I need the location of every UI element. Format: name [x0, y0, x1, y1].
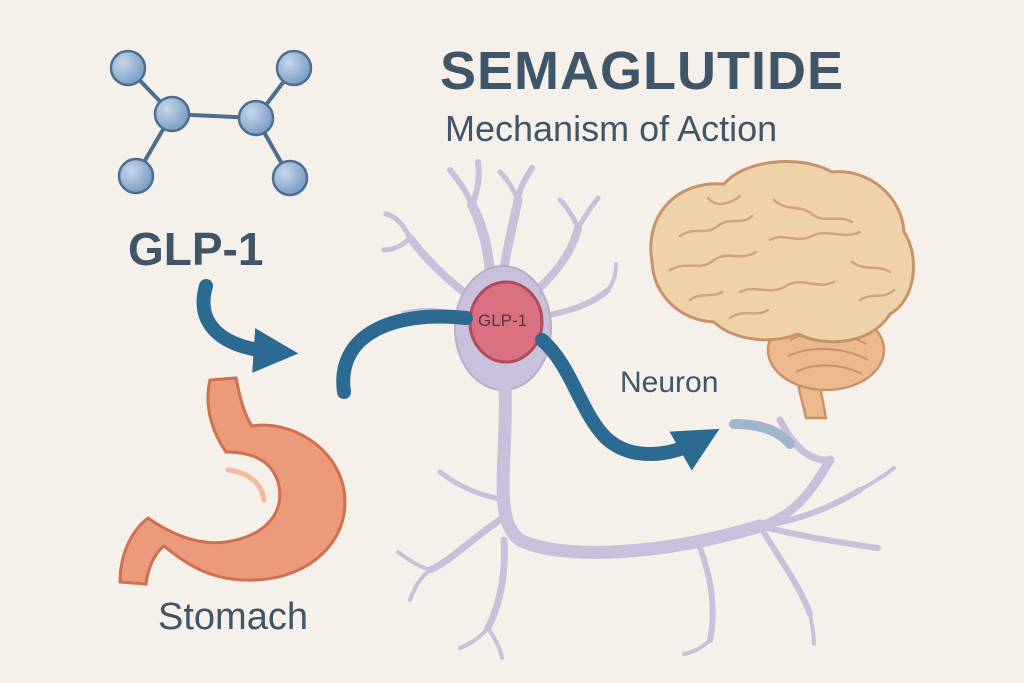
glp1-molecule-icon: [109, 49, 313, 197]
signal-arrows: [196, 279, 795, 471]
diagram-title: SEMAGLUTIDE: [440, 41, 845, 101]
stomach-icon: [118, 376, 347, 586]
neuron-label: Neuron: [620, 366, 719, 399]
arrow-glp1-to-stomach: [196, 279, 299, 373]
arrow-stomach-to-neuron: [336, 309, 473, 399]
glp1-label: GLP-1: [128, 223, 264, 275]
brain-icon: [649, 160, 915, 420]
diagram-subtitle: Mechanism of Action: [445, 108, 778, 149]
receptor-label: GLP-1: [478, 311, 528, 330]
arrow-fade-to-brain: [729, 419, 795, 449]
arrow-neuron-to-brain: [535, 333, 720, 471]
stomach-label: Stomach: [158, 596, 308, 638]
